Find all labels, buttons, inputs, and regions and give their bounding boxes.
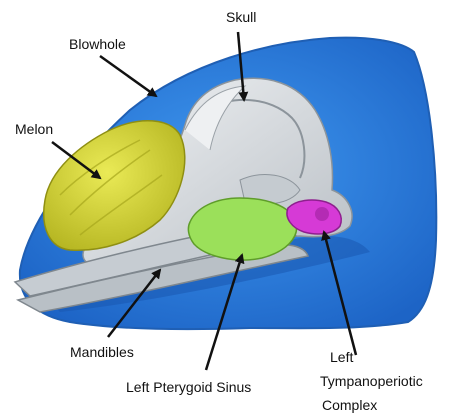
- label-mandibles: Mandibles: [70, 344, 134, 360]
- label-left-tympanoperiotic-line-2: Tympanoperiotic: [320, 373, 423, 389]
- label-skull: Skull: [226, 9, 256, 25]
- label-left-tympanoperiotic-line-3: Complex: [322, 397, 377, 413]
- blowhole-arrow: [100, 56, 156, 96]
- left-pterygoid-sinus-structure: [188, 198, 296, 260]
- label-left-tympanoperiotic-line-1: Left: [330, 349, 353, 365]
- label-melon: Melon: [15, 121, 53, 137]
- tympanoperiotic-detail: [315, 207, 329, 221]
- label-left-pterygoid-sinus: Left Pterygoid Sinus: [126, 379, 251, 395]
- label-blowhole: Blowhole: [69, 36, 126, 52]
